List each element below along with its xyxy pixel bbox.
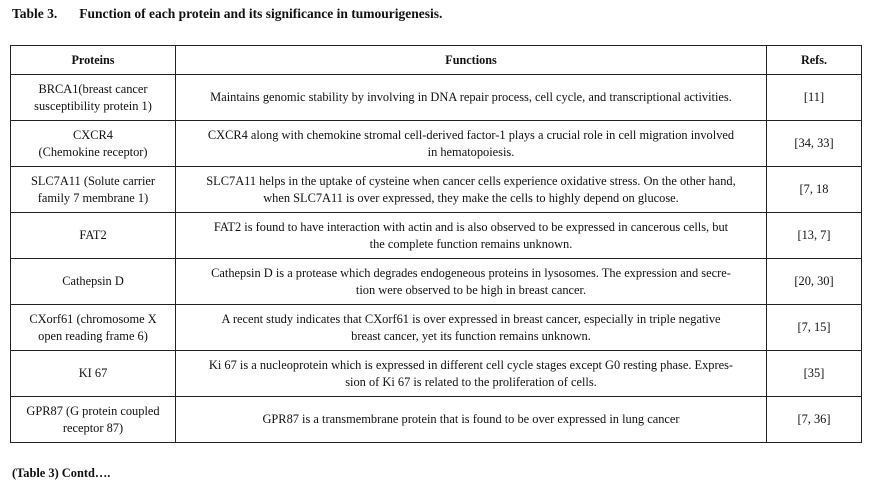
table-row: KI 67 Ki 67 is a nucleoprotein which is e… — [10, 350, 862, 397]
function-cell-line: tion were observed to be high in breast … — [355, 282, 587, 297]
table-caption-title: Function of each protein and its signifi… — [79, 6, 443, 21]
function-cell-line: breast cancer, yet its function remains … — [351, 328, 591, 343]
function-cell-line: SLC7A11 helps in the uptake of cysteine … — [206, 173, 736, 188]
function-cell: Cathepsin D is a protease which degrades… — [175, 258, 767, 305]
function-cell-line: A recent study indicates that CXorf61 is… — [221, 311, 721, 326]
protein-cell-line: BRCA1(breast cancer — [38, 81, 148, 96]
protein-cell: KI 67 — [10, 350, 176, 397]
function-cell-line: when SLC7A11 is over expressed, they mak… — [263, 190, 679, 205]
protein-cell-line: receptor 87) — [62, 420, 124, 435]
protein-cell-line: SLC7A11 (Solute carrier — [30, 173, 156, 188]
protein-function-table: Proteins Functions Refs. BRCA1(breast ca… — [10, 45, 862, 443]
function-cell: SLC7A11 helps in the uptake of cysteine … — [175, 166, 767, 213]
protein-cell: GPR87 (G protein coupled receptor 87) — [10, 396, 176, 443]
refs-cell: [11] — [766, 74, 862, 121]
function-cell-line: FAT2 is found to have interaction with a… — [213, 219, 729, 234]
protein-cell-line: family 7 membrane 1) — [37, 190, 149, 205]
table-header-row: Proteins Functions Refs. — [10, 45, 862, 75]
header-refs: Refs. — [766, 45, 862, 75]
function-cell-line: the complete function remains unknown. — [369, 236, 573, 251]
refs-cell: [35] — [766, 350, 862, 397]
table-row: CXCR4 (Chemokine receptor) CXCR4 along wit… — [10, 120, 862, 167]
function-cell-line: Cathepsin D is a protease which degrades… — [211, 265, 731, 280]
function-cell: A recent study indicates that CXorf61 is… — [175, 304, 767, 351]
table-row: FAT2 FAT2 is found to have interaction wi… — [10, 212, 862, 259]
protein-cell-line: Cathepsin D — [62, 274, 124, 288]
function-cell-line: Ki 67 is a nucleoprotein which is expres… — [208, 357, 734, 372]
table-row: Cathepsin D Cathepsin D is a protease whi… — [10, 258, 862, 305]
protein-cell-line: KI 67 — [78, 366, 108, 380]
table-body: BRCA1(breast cancer susceptibility protei… — [10, 74, 862, 443]
table-row: CXorf61 (chromosome X open reading frame … — [10, 304, 862, 351]
function-cell-line: GPR87 is a transmembrane protein that is… — [262, 412, 680, 426]
function-cell: Maintains genomic stability by involving… — [175, 74, 767, 121]
protein-cell: CXorf61 (chromosome X open reading frame … — [10, 304, 176, 351]
protein-cell: BRCA1(breast cancer susceptibility protei… — [10, 74, 176, 121]
refs-cell: [34, 33] — [766, 120, 862, 167]
protein-cell: FAT2 — [10, 212, 176, 259]
header-functions: Functions — [175, 45, 767, 75]
protein-cell-line: CXCR4 — [73, 127, 113, 142]
function-cell: Ki 67 is a nucleoprotein which is expres… — [175, 350, 767, 397]
protein-cell: CXCR4 (Chemokine receptor) — [10, 120, 176, 167]
function-cell-line: sion of Ki 67 is related to the prolifer… — [345, 374, 597, 389]
function-cell: CXCR4 along with chemokine stromal cell-… — [175, 120, 767, 167]
refs-cell: [7, 18 — [766, 166, 862, 213]
protein-cell-line: FAT2 — [79, 228, 107, 242]
protein-cell-line: CXorf61 (chromosome X — [29, 311, 157, 326]
function-cell-line: in hematopoiesis. — [427, 144, 515, 159]
function-cell-line: Maintains genomic stability by involving… — [210, 90, 732, 104]
table-caption: Table 3. Function of each protein and its… — [12, 6, 442, 22]
protein-cell: Cathepsin D — [10, 258, 176, 305]
protein-cell-line: susceptibility protein 1) — [34, 98, 152, 113]
refs-cell: [13, 7] — [766, 212, 862, 259]
protein-cell-line: GPR87 (G protein coupled — [26, 403, 160, 418]
protein-cell-line: (Chemokine receptor) — [38, 144, 148, 159]
table-caption-label: Table 3. — [12, 6, 58, 21]
refs-cell: [7, 15] — [766, 304, 862, 351]
function-cell: FAT2 is found to have interaction with a… — [175, 212, 767, 259]
refs-cell: [7, 36] — [766, 396, 862, 443]
function-cell: GPR87 is a transmembrane protein that is… — [175, 396, 767, 443]
function-cell-line: CXCR4 along with chemokine stromal cell-… — [207, 127, 735, 142]
table-row: BRCA1(breast cancer susceptibility protei… — [10, 74, 862, 121]
header-proteins: Proteins — [10, 45, 176, 75]
refs-cell: [20, 30] — [766, 258, 862, 305]
protein-cell-line: open reading frame 6) — [38, 328, 148, 343]
table-continued-note: (Table 3) Contd…. — [12, 466, 111, 480]
table-row: SLC7A11 (Solute carrier family 7 membrane… — [10, 166, 862, 213]
protein-cell: SLC7A11 (Solute carrier family 7 membrane… — [10, 166, 176, 213]
